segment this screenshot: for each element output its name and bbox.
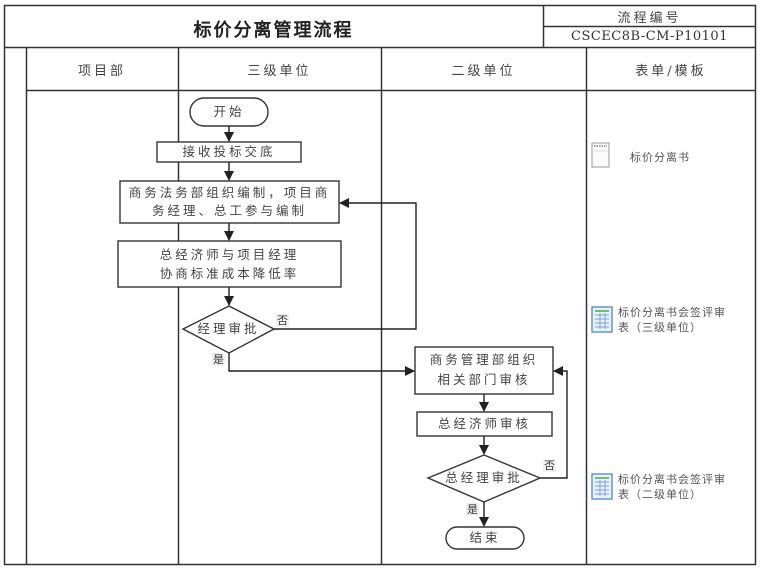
chief-economist-label: 总经济师审核	[437, 416, 531, 431]
column-header-tier2: 二级单位	[451, 64, 516, 79]
page-title: 标价分离管理流程	[193, 20, 354, 41]
compile-label-line2: 务经理、总工参与编制	[151, 203, 307, 218]
negotiate-node[interactable]	[117, 240, 342, 288]
outer-border	[3, 4, 757, 566]
gm-approve-yes-label: 是	[466, 503, 479, 516]
end-node[interactable]	[445, 526, 525, 550]
review-label-line2: 相关部门审核	[437, 372, 531, 387]
process-code: CSCEC8B-CM-P10101	[571, 29, 728, 44]
manager-approve-yes-label: 是	[212, 353, 225, 366]
table-frame	[3, 4, 757, 566]
arrow-manager-reject-loop	[274, 198, 417, 330]
arrow-manager-approve-to-review	[228, 353, 415, 376]
spreadsheet-icon	[591, 473, 613, 500]
manager-reject-label: 否	[276, 314, 289, 327]
manager-approve-label: 经理审批	[197, 321, 260, 336]
column-header-tier3: 三级单位	[247, 64, 312, 79]
negotiate-label-line1: 总经济师与项目经理	[159, 247, 300, 262]
gm-approve-label: 总经理审批	[445, 470, 523, 485]
negotiate-label-line2: 协商标准成本降低率	[159, 266, 300, 281]
column-header-forms: 表单/模板	[635, 64, 707, 79]
spreadsheet-icon	[591, 306, 613, 333]
chief-economist-node[interactable]	[416, 411, 553, 437]
process-code-label: 流程编号	[617, 11, 682, 26]
notepad-icon	[591, 142, 610, 168]
arrow-gm-reject-loop	[540, 366, 568, 479]
form-tier3-review-sheet[interactable]: 标价分离书会签评审表（三级单位）	[618, 306, 726, 334]
compile-label-line1: 商务法务部组织编制，项目商	[128, 185, 331, 200]
start-label: 开始	[213, 104, 245, 119]
end-label: 结束	[469, 530, 501, 545]
receive-label: 接收投标交底	[182, 144, 276, 159]
form-bid-separation[interactable]: 标价分离书	[630, 151, 690, 164]
review-label-line1: 商务管理部组织	[429, 352, 539, 367]
gm-reject-label: 否	[543, 459, 556, 472]
form-tier2-review-sheet[interactable]: 标价分离书会签评审表（二级单位）	[618, 473, 726, 501]
compile-node[interactable]	[119, 180, 340, 224]
column-header-project: 项目部	[77, 64, 126, 79]
